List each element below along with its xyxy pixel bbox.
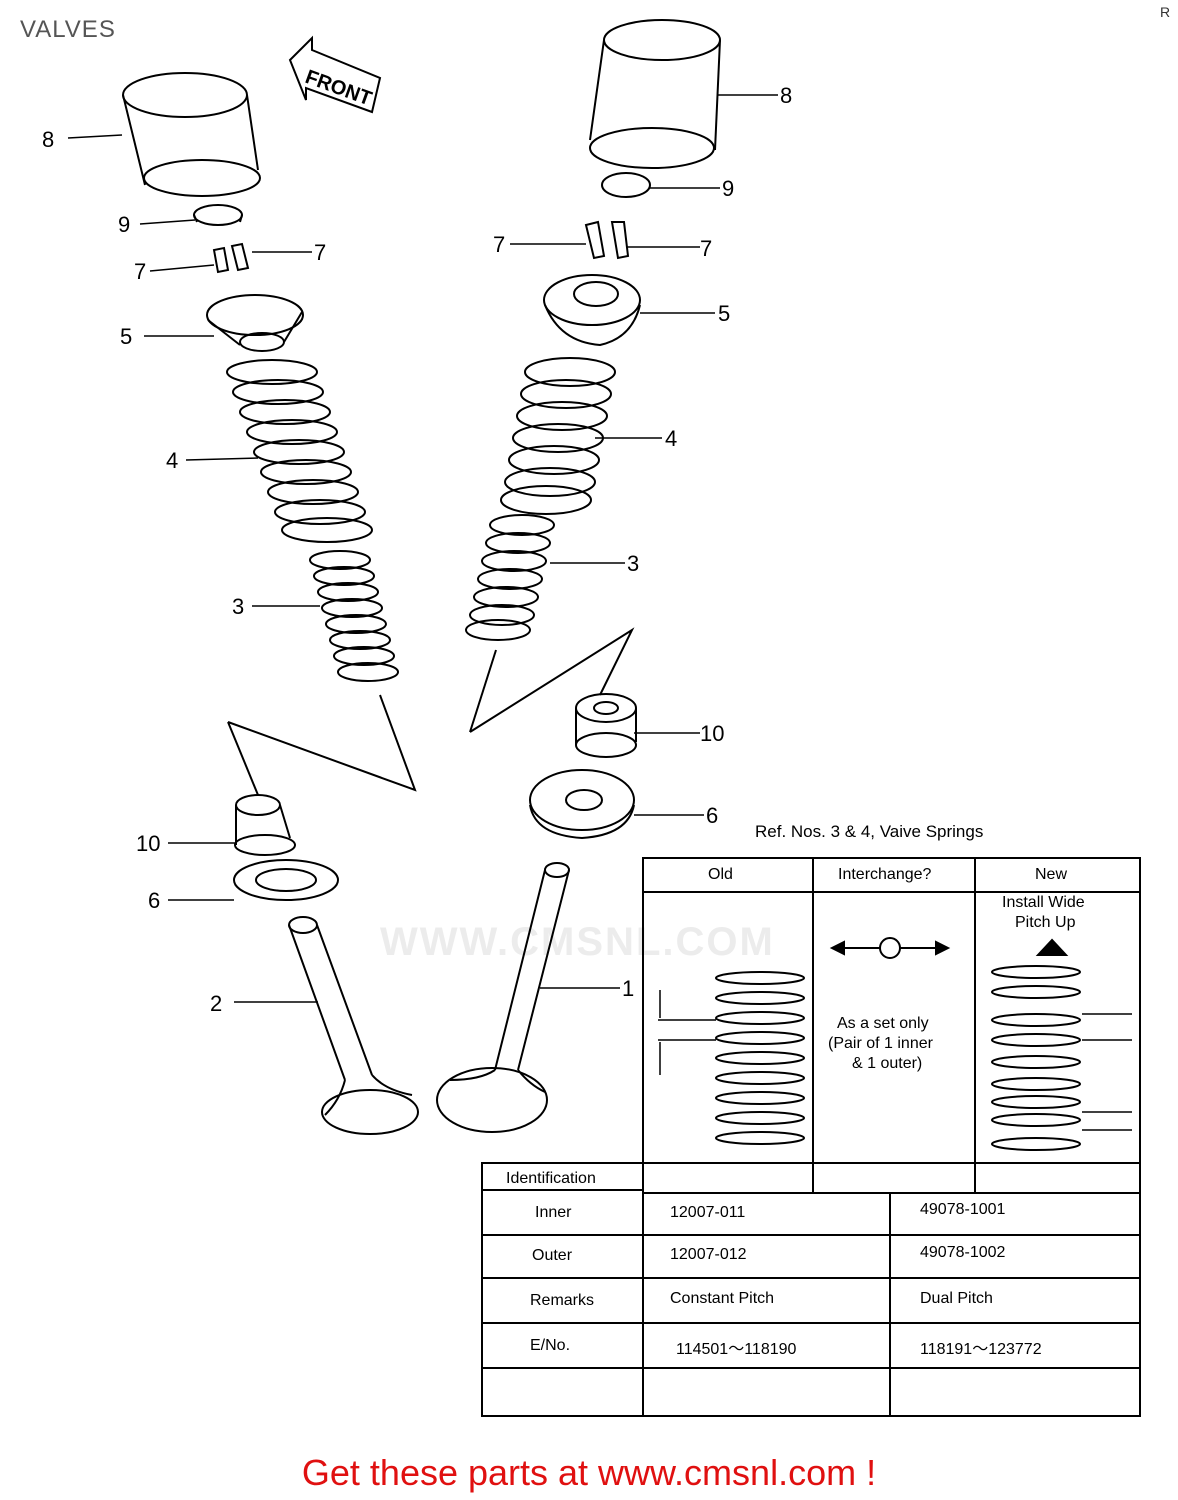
row-outer-new: 49078-1002 [920, 1244, 1006, 1261]
callout-2: 2 [210, 991, 222, 1016]
callout-6-right: 6 [706, 803, 718, 828]
set-note-line3: & 1 outer) [852, 1055, 923, 1072]
callout-8-right: 8 [780, 83, 792, 108]
right-collets [584, 220, 630, 260]
row-eno-old: 114501～118190 [676, 1341, 797, 1358]
callout-8-left: 8 [42, 127, 54, 152]
row-remarks-old: Constant Pitch [670, 1290, 775, 1307]
callout-6-left: 6 [148, 888, 160, 913]
callout-10-left: 10 [136, 831, 160, 856]
watermark: WWW.CMSNL.COM [380, 920, 775, 964]
left-outer-spring [226, 359, 373, 543]
install-note-line2: Pitch Up [1015, 914, 1076, 931]
row-label-eno: E/No. [530, 1337, 571, 1354]
interchange-arrow-icon [829, 937, 951, 959]
row-remarks-new: Dual Pitch [920, 1290, 993, 1307]
left-inner-spring [309, 550, 399, 682]
row-inner-old: 12007-011 [670, 1204, 746, 1221]
row-inner-new: 49078-1001 [920, 1201, 1006, 1218]
left-tappet [122, 72, 261, 197]
front-arrow: FRONT [288, 35, 382, 114]
right-retainer [543, 274, 641, 347]
right-seal [575, 693, 637, 758]
spring-table [642, 857, 1141, 1194]
callout-1: 1 [622, 976, 634, 1001]
row-eno-new: 118191～123772 [920, 1341, 1042, 1358]
callout-3-left: 3 [232, 594, 244, 619]
callout-5-right: 5 [718, 301, 730, 326]
row-label-outer: Outer [532, 1247, 573, 1264]
callout-7-left-b: 7 [314, 240, 326, 265]
identification-header: Identification [506, 1170, 596, 1187]
corner-mark: R [1160, 4, 1171, 20]
right-spring-seat [529, 769, 635, 840]
identification-table [481, 1162, 1141, 1417]
right-tappet [589, 19, 721, 169]
left-spring-seat [233, 859, 339, 901]
header-interchange: Interchange? [838, 866, 932, 883]
callout-7-right-b: 7 [700, 236, 712, 261]
right-valve [436, 862, 570, 1133]
right-shim [601, 172, 651, 198]
callout-9-right: 9 [722, 176, 734, 201]
callout-9-left: 9 [118, 212, 130, 237]
set-note-line2: (Pair of 1 inner [828, 1035, 933, 1052]
row-label-inner: Inner [535, 1204, 572, 1221]
right-outer-spring [500, 357, 616, 515]
left-seal [234, 794, 296, 856]
callout-7-left-a: 7 [134, 259, 146, 284]
left-retainer [206, 294, 304, 352]
left-collets [212, 242, 250, 274]
row-outer-old: 12007-012 [670, 1246, 747, 1263]
callout-5-left: 5 [120, 324, 132, 349]
old-spring-icon [658, 971, 805, 1145]
right-bracket [469, 627, 635, 733]
install-note-line1: Install Wide [1002, 894, 1085, 911]
left-bracket [227, 694, 417, 796]
right-inner-spring [465, 514, 555, 641]
callout-7-right-a: 7 [493, 232, 505, 257]
new-spring-icon [991, 938, 1132, 1151]
page-title: VALVES [20, 16, 116, 43]
header-old: Old [708, 866, 733, 883]
left-valve [288, 916, 419, 1135]
set-note-line1: As a set only [837, 1015, 929, 1032]
footer-link[interactable]: Get these parts at www.cmsnl.com ! [301, 1452, 877, 1493]
header-new: New [1035, 866, 1068, 883]
callout-4-right: 4 [665, 426, 677, 451]
callout-10-right: 10 [700, 721, 724, 746]
left-shim [193, 204, 243, 226]
callout-4-left: 4 [166, 448, 178, 473]
row-label-remarks: Remarks [530, 1292, 595, 1309]
spring-table-title: Ref. Nos. 3 & 4, Vaive Springs [755, 822, 984, 841]
leader-lines [67, 94, 778, 1003]
callout-3-right: 3 [627, 551, 639, 576]
